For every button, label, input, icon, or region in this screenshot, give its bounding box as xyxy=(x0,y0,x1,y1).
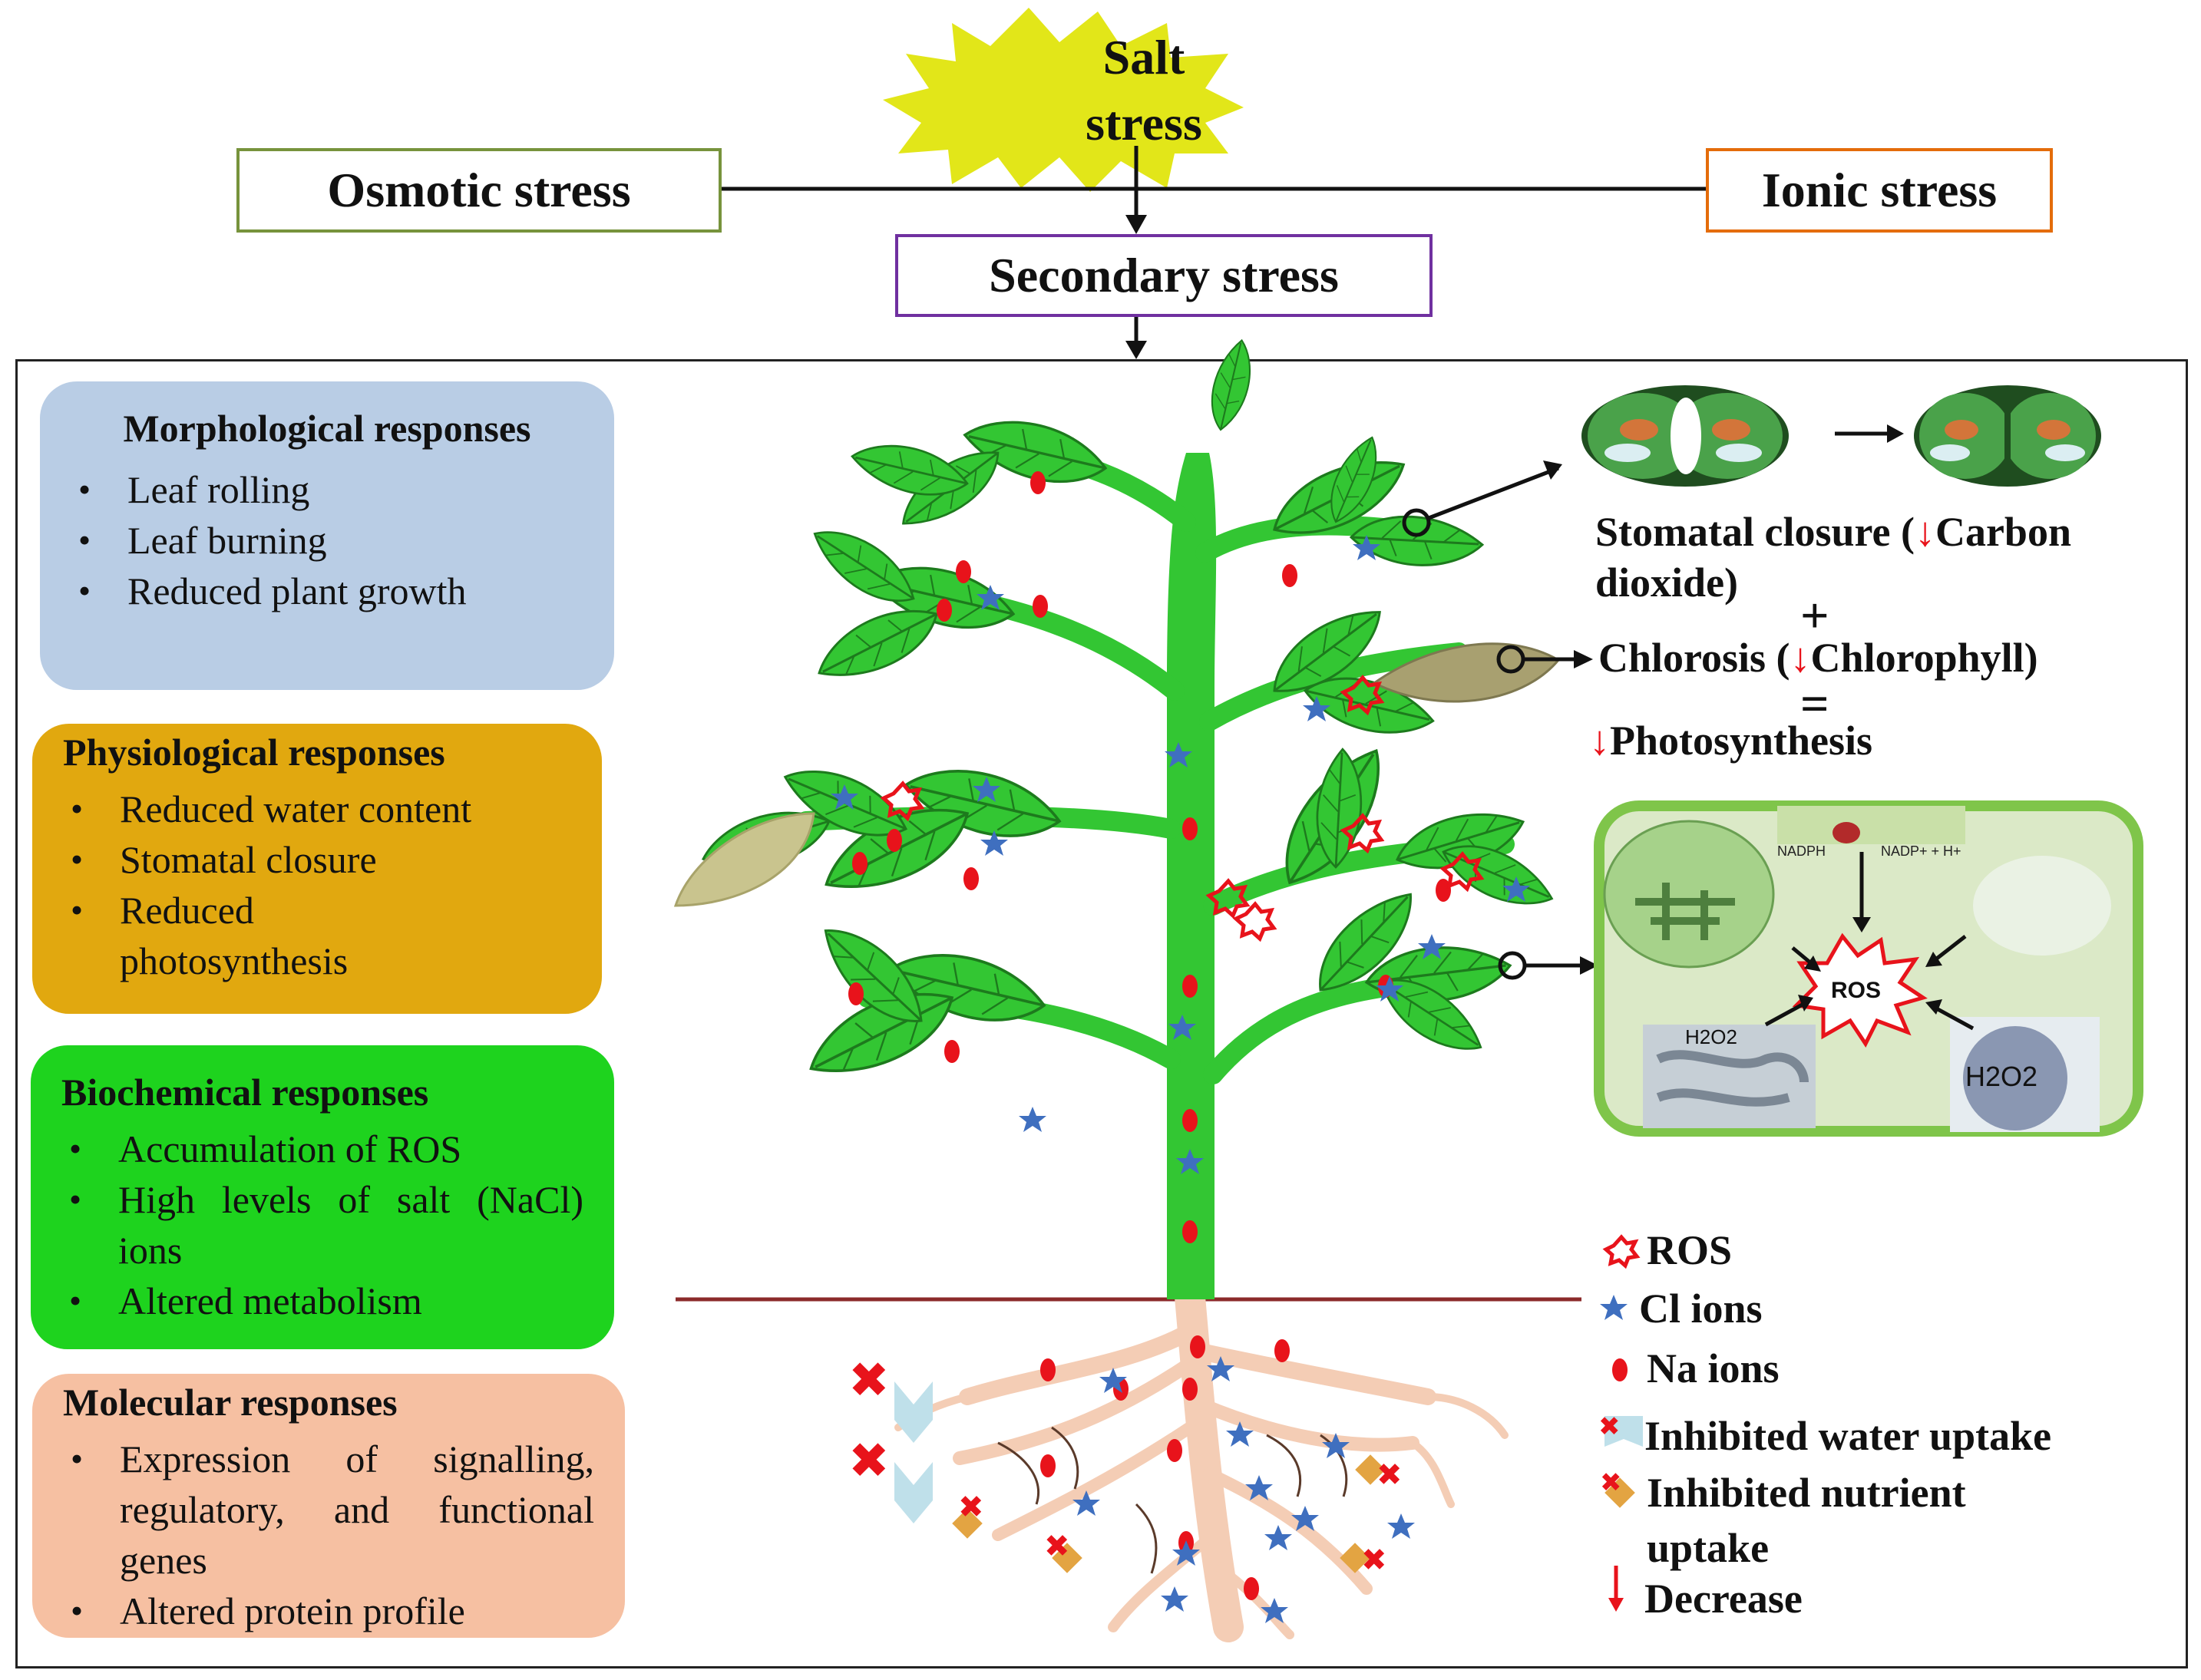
water-legend-icon: ✖ xyxy=(1598,1412,1643,1447)
svg-text:✖: ✖ xyxy=(1361,1543,1387,1577)
na-legend-icon xyxy=(1612,1358,1628,1381)
list-item: Altered protein profile xyxy=(63,1586,594,1636)
legend-symbols: ✖ ✖ xyxy=(1598,1234,1643,1612)
list-item: Reduced plant growth xyxy=(71,566,583,616)
photosynthesis-text: ↓Photosynthesis xyxy=(1589,717,1872,764)
svg-text:✖: ✖ xyxy=(1376,1458,1403,1492)
nadp-label: NADP+ + H+ xyxy=(1881,843,1961,859)
svg-text:✖: ✖ xyxy=(848,1433,890,1488)
list-item: Reduced photosynthesis xyxy=(63,885,350,986)
zoom-callouts xyxy=(1402,466,1585,980)
ionic-stress-box: Ionic stress xyxy=(1706,148,2053,233)
ros-legend-icon xyxy=(1602,1234,1641,1269)
main-frame xyxy=(15,359,2188,1668)
chlorosis-text-a: Chlorosis ( xyxy=(1598,635,1790,681)
cell-ros-illustration: ROS NADPH NADP+ + H+ H2O2 H2O2 xyxy=(1594,800,2143,1137)
stomatal-text-a: Stomatal closure ( xyxy=(1595,509,1915,555)
stomatal-text-b: Carbon xyxy=(1935,509,2071,555)
cl-legend-icon xyxy=(1600,1295,1628,1320)
secondary-stress-box: Secondary stress xyxy=(895,234,1433,317)
panel-title: Physiological responses xyxy=(63,731,445,774)
physiological-panel: Physiological responses Reduced water co… xyxy=(32,724,602,1014)
stress-text: stress xyxy=(1086,96,1202,150)
nutrient-legend-icon: ✖ xyxy=(1600,1468,1635,1508)
inhibited-water-markers: ✖ ✖ xyxy=(848,1352,933,1523)
decrease-arrow-icon: ↓ xyxy=(1790,635,1811,681)
salt-text: Salt xyxy=(1102,30,1185,84)
equals-sign: = xyxy=(1800,676,1829,732)
burnt-leaf xyxy=(673,812,815,907)
list-item: Leaf burning xyxy=(71,515,583,566)
root-hairs xyxy=(997,1426,1348,1574)
molecular-panel: Molecular responses Expression of signal… xyxy=(32,1374,625,1638)
chlorosis-text-b: Chlorophyll) xyxy=(1810,635,2038,681)
h2o2-label: H2O2 xyxy=(1965,1061,2037,1092)
panel-title: Molecular responses xyxy=(63,1381,398,1424)
panel-title: Morphological responses xyxy=(123,407,531,450)
plus-sign: + xyxy=(1800,588,1829,644)
svg-text:✖: ✖ xyxy=(958,1490,984,1524)
legend-water: Inhibited water uptake xyxy=(1644,1413,2052,1459)
chlorosis-text: Chlorosis (↓Chlorophyll) xyxy=(1598,634,2038,682)
cell-ros-label: ROS xyxy=(1831,978,1881,1003)
decrease-legend-icon xyxy=(1608,1566,1624,1612)
biochemical-panel: Biochemical responses Accumulation of RO… xyxy=(31,1045,614,1349)
stomatal-closure-text: Stomatal closure (↓Carbon xyxy=(1595,508,2071,556)
legend-ros: ROS xyxy=(1647,1227,1733,1273)
legend-nutrient: Inhibited nutrient xyxy=(1647,1470,1966,1516)
mito-h2o2-label: H2O2 xyxy=(1685,1025,1737,1048)
svg-text:✖: ✖ xyxy=(848,1352,890,1408)
list-item: Accumulation of ROS xyxy=(61,1124,583,1174)
list-item: Expression of signalling, regulatory, an… xyxy=(63,1434,594,1586)
list-item: High levels of salt (NaCl) ions xyxy=(61,1174,583,1276)
list-item: Altered metabolism xyxy=(61,1276,583,1326)
list-item: Reduced water content xyxy=(63,784,571,834)
decrease-arrow-icon: ↓ xyxy=(1589,718,1610,764)
svg-text:✖: ✖ xyxy=(1600,1468,1622,1497)
panel-title: Biochemical responses xyxy=(61,1071,429,1114)
nadph-label: NADPH xyxy=(1777,843,1826,859)
roots xyxy=(894,1282,1509,1642)
legend-decrease: Decrease xyxy=(1644,1576,1803,1622)
stem xyxy=(1167,453,1217,1299)
stomata-open-icon xyxy=(1581,385,1789,487)
osmotic-stress-box: Osmotic stress xyxy=(236,148,722,233)
salt-stress-star xyxy=(883,8,1244,192)
legend-na: Na ions xyxy=(1647,1345,1780,1391)
leaves xyxy=(696,335,1561,1088)
svg-text:✖: ✖ xyxy=(1598,1412,1621,1441)
stomatal-closure-text-line2: dioxide) xyxy=(1595,559,1739,606)
decrease-arrow-icon: ↓ xyxy=(1914,509,1935,555)
list-item: Leaf rolling xyxy=(71,464,583,515)
legend-nutrient-line2: uptake xyxy=(1647,1525,1770,1571)
stress-hierarchy-connectors xyxy=(722,8,1706,359)
list-item: Stomatal closure xyxy=(63,834,571,885)
legend-cl: Cl ions xyxy=(1639,1286,1763,1332)
svg-text:✖: ✖ xyxy=(1044,1530,1070,1563)
salt-stress-label: Salt stress xyxy=(1021,25,1267,157)
stomata-closed-icon xyxy=(1914,385,2101,487)
photosynthesis-label: Photosynthesis xyxy=(1610,718,1873,764)
morphological-panel: Morphological responses Leaf rolling Lea… xyxy=(40,381,614,690)
